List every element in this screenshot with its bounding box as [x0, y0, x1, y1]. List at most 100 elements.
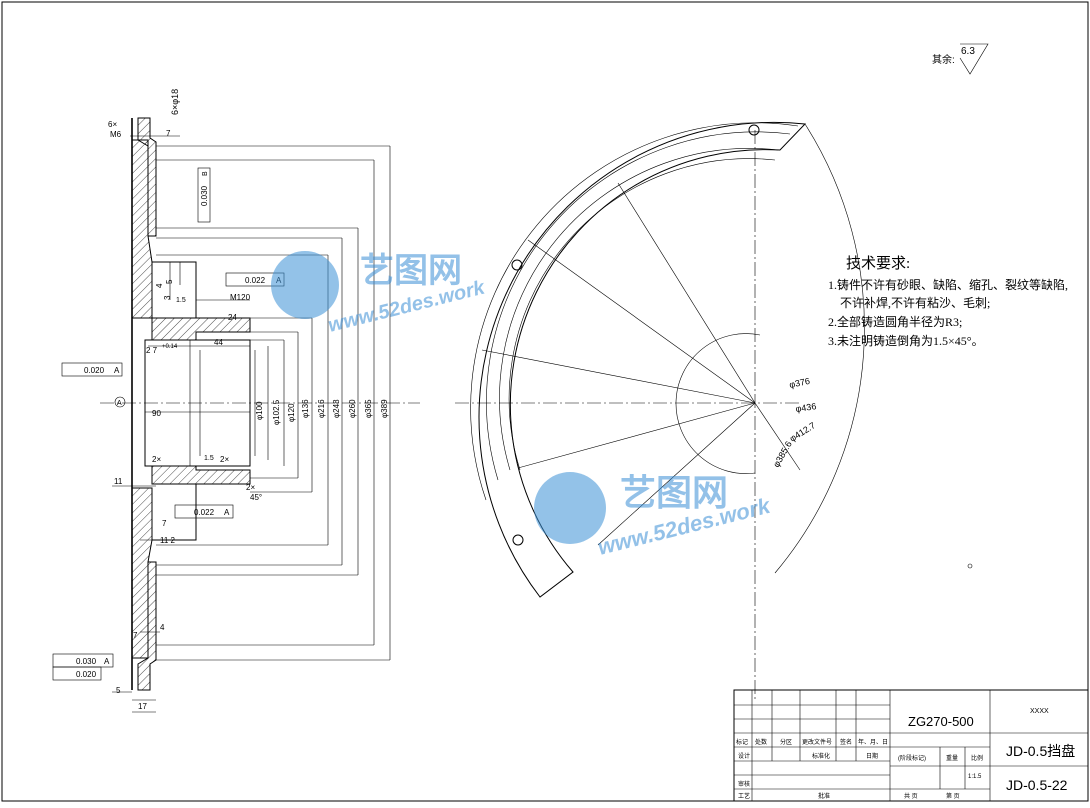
tb-date-mark: 日期	[866, 752, 878, 760]
tech-requirements: 技术要求: 1.铸件不许有砂眼、缺陷、缩孔、裂纹等缺陷, 不许补焊,不许有粘沙、…	[828, 255, 1068, 348]
dim-24: 24	[228, 313, 237, 322]
dim-44: 44	[214, 338, 223, 347]
dim-d412: φ412.7	[788, 420, 817, 444]
tb-weight: 重量	[946, 754, 958, 762]
runout-datum-lower: A	[224, 508, 230, 517]
perp-value: 0.020	[84, 366, 105, 375]
dim-d102: φ102.5	[272, 399, 281, 425]
dim-4: 4	[155, 283, 164, 288]
roughness-symbol: 其余: 6.3	[932, 43, 989, 75]
tb-part-name: JD-0.5挡盘	[1006, 743, 1075, 759]
tb-stage-mark: (阶段标记)	[898, 754, 926, 762]
tb-drawing-no: JD-0.5-22	[1006, 777, 1068, 793]
tb-standardize: 标准化	[812, 752, 830, 760]
tech-item-3: 2.全部铸造圆角半径为R3;	[828, 314, 962, 329]
dim-3: 3	[163, 295, 172, 300]
tb-approve: 批准	[818, 792, 830, 800]
dim-5: 5	[165, 279, 174, 284]
dim-thread: M6	[110, 130, 122, 139]
dim-11: 11	[114, 477, 123, 486]
flange-bottom-hatch	[137, 561, 157, 691]
dim-d216: φ216	[317, 399, 326, 418]
bolt-hole-edge	[967, 563, 973, 569]
tb-design: 设计	[738, 752, 750, 760]
roughness-label: 其余:	[932, 53, 955, 66]
runout-frame-lower	[174, 504, 234, 519]
runout-value-lower: 0.022	[194, 508, 215, 517]
dim-4-low: 4	[160, 623, 165, 632]
tb-date: 年、月、日	[858, 738, 888, 746]
dim-d120: φ120	[287, 403, 296, 422]
dim-d260: φ260	[348, 399, 357, 418]
tb-mark: 标记	[736, 738, 748, 746]
tb-count: 处数	[755, 738, 767, 746]
tb-zone: 分区	[780, 738, 792, 746]
tb-sheets-total: 共 页	[904, 792, 918, 800]
dim-15-b: 1.5	[204, 455, 214, 462]
flat-value: 0.020	[76, 670, 97, 679]
hub-lower-hatch	[151, 465, 251, 485]
dim-2x-a: 2×	[152, 455, 161, 464]
bolt-hole-bottom	[512, 534, 524, 546]
parallel-datum: A	[104, 657, 110, 666]
section-view: 6×φ18 6× M6 7 0.030 B 5 4 3 0.022 A M120…	[52, 89, 420, 713]
tb-sign: 签名	[840, 738, 852, 746]
flatness-datum: B	[202, 171, 209, 176]
datum-a-letter: A	[117, 400, 122, 407]
flat-frame	[52, 666, 102, 681]
tech-title: 技术要求:	[846, 255, 910, 272]
perp-frame	[61, 362, 123, 377]
dim-2x-c: 2×	[246, 483, 255, 492]
dim-6x: 6×	[108, 120, 117, 129]
plan-view: φ376 φ436 φ412.7 φ385.6	[455, 121, 973, 700]
dim-7-low: 7	[133, 631, 138, 640]
tech-item-4: 3.未注明铸造倒角为1.5×45°。	[828, 333, 984, 348]
dim-27: 2 7	[146, 346, 158, 355]
watermark-brand-upper: 艺图网	[360, 252, 462, 290]
dim-d365: φ365	[364, 399, 373, 418]
dim-2x-b: 2×	[220, 455, 229, 464]
tb-scale: 1:1.5	[968, 774, 982, 780]
dim-17: 17	[138, 702, 147, 711]
tb-sheet-no: 第 页	[946, 792, 960, 800]
dim-d389: φ389	[380, 399, 389, 418]
tb-review: 审核	[738, 780, 750, 788]
dim-5-low: 5	[116, 686, 121, 695]
tech-item-2: 不许补焊,不许有粘沙、毛刺;	[840, 295, 990, 310]
tb-company: XXXX	[1030, 708, 1049, 715]
dim-tol-014: +0.14	[162, 344, 178, 350]
dim-7-mid: 7	[162, 519, 167, 528]
roughness-value: 6.3	[961, 46, 975, 57]
dim-d385: φ385.6	[771, 439, 794, 469]
dim-d136: φ136	[301, 399, 310, 418]
parallel-value: 0.030	[76, 657, 97, 666]
title-block: 标记 处数 分区 更改文件号 签名 年、月、日 设计 标准化 日期 审核 工艺 …	[733, 689, 1089, 802]
tb-process: 工艺	[738, 792, 750, 800]
tb-ratio: 比例	[971, 754, 983, 762]
flatness-value: 0.030	[200, 185, 209, 206]
dim-holes: 6×φ18	[170, 89, 180, 115]
dim-d436: φ436	[795, 401, 817, 414]
dim-d100: φ100	[255, 401, 264, 420]
dim-15: 1.5	[176, 297, 186, 304]
dim-7-top: 7	[166, 129, 171, 138]
flatness-frame	[197, 167, 211, 223]
perp-datum: A	[114, 366, 120, 375]
dim-m120: M120	[230, 293, 251, 302]
bolt-hole-top	[748, 124, 760, 136]
bolt-hole-left	[511, 259, 523, 271]
datum-a-symbol	[114, 396, 126, 408]
dim-11-2: 11 2	[160, 536, 176, 545]
runout-value-upper: 0.022	[245, 276, 266, 285]
tech-item-1: 1.铸件不许有砂眼、缺陷、缩孔、裂纹等缺陷,	[828, 277, 1068, 292]
dim-d376: φ376	[788, 376, 810, 390]
tb-material: ZG270-500	[908, 714, 974, 729]
tb-change-doc: 更改文件号	[802, 738, 832, 746]
watermark-upper: 艺图网 www.52des.work	[271, 251, 488, 337]
dim-d248: φ248	[332, 399, 341, 418]
dim-45deg: 45°	[250, 493, 262, 502]
watermark-brand-lower: 艺图网	[620, 472, 728, 513]
dim-90: 90	[152, 409, 161, 418]
